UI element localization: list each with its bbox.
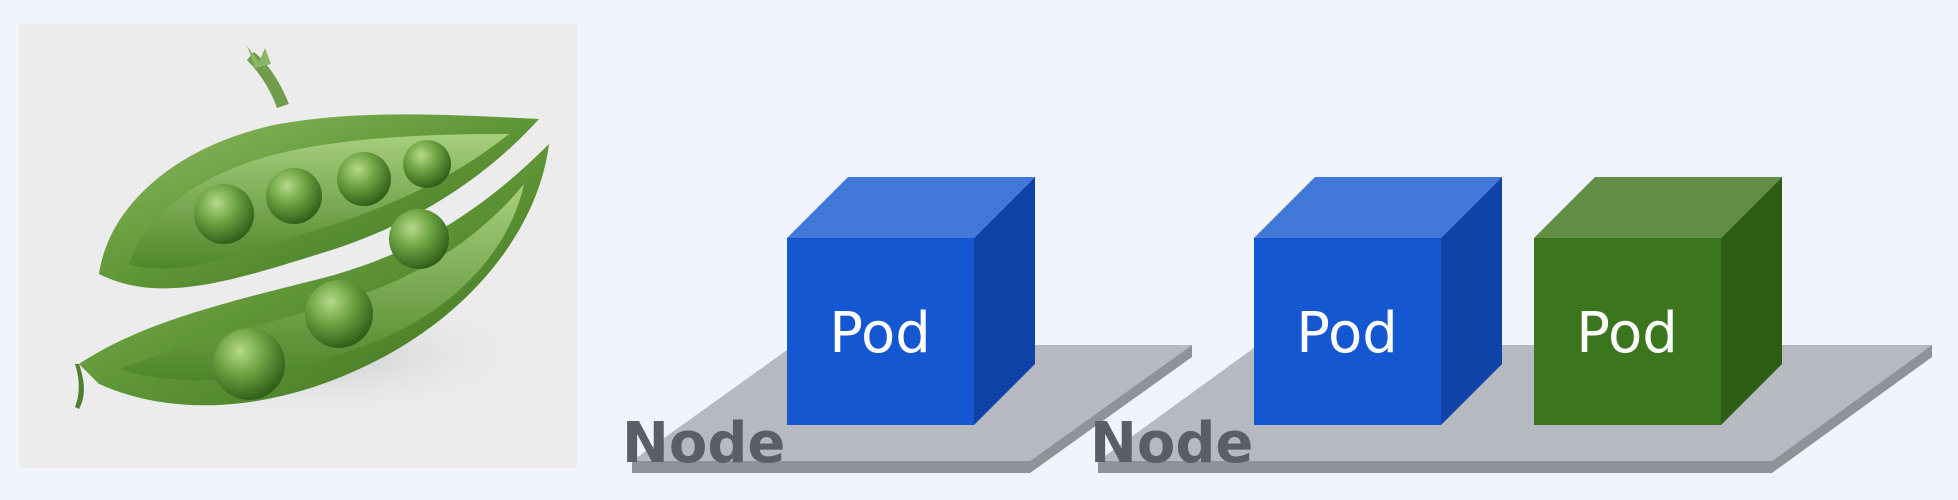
pod-label: Pod: [829, 301, 931, 366]
node-1: Pod Node: [622, 177, 1192, 476]
node-2-pod-2: Pod: [1534, 177, 1782, 425]
pod-side-face: [1721, 177, 1782, 425]
node-2-platform-front: [1098, 461, 1772, 473]
node-1-platform-front: [632, 461, 1030, 473]
node-1-platform-side: [1030, 345, 1192, 473]
node-label: Node: [1090, 411, 1253, 476]
node-2: Pod Pod Node: [1090, 177, 1932, 476]
pod-front-face: [787, 238, 974, 425]
pod-top-face: [787, 177, 1035, 238]
pod-top-face: [1534, 177, 1782, 238]
pod-label: Pod: [1576, 301, 1678, 366]
pod-front-face: [1254, 238, 1441, 425]
node-2-pod-1: Pod: [1254, 177, 1502, 425]
pod-front-face: [1534, 238, 1721, 425]
node-label: Node: [622, 411, 785, 476]
node-1-pod-1: Pod: [787, 177, 1035, 425]
pea-pod-image: [19, 24, 577, 468]
pod-label: Pod: [1296, 301, 1398, 366]
pod-side-face: [1441, 177, 1502, 425]
pod-side-face: [974, 177, 1035, 425]
node-2-platform-side: [1772, 345, 1932, 473]
pod-top-face: [1254, 177, 1502, 238]
